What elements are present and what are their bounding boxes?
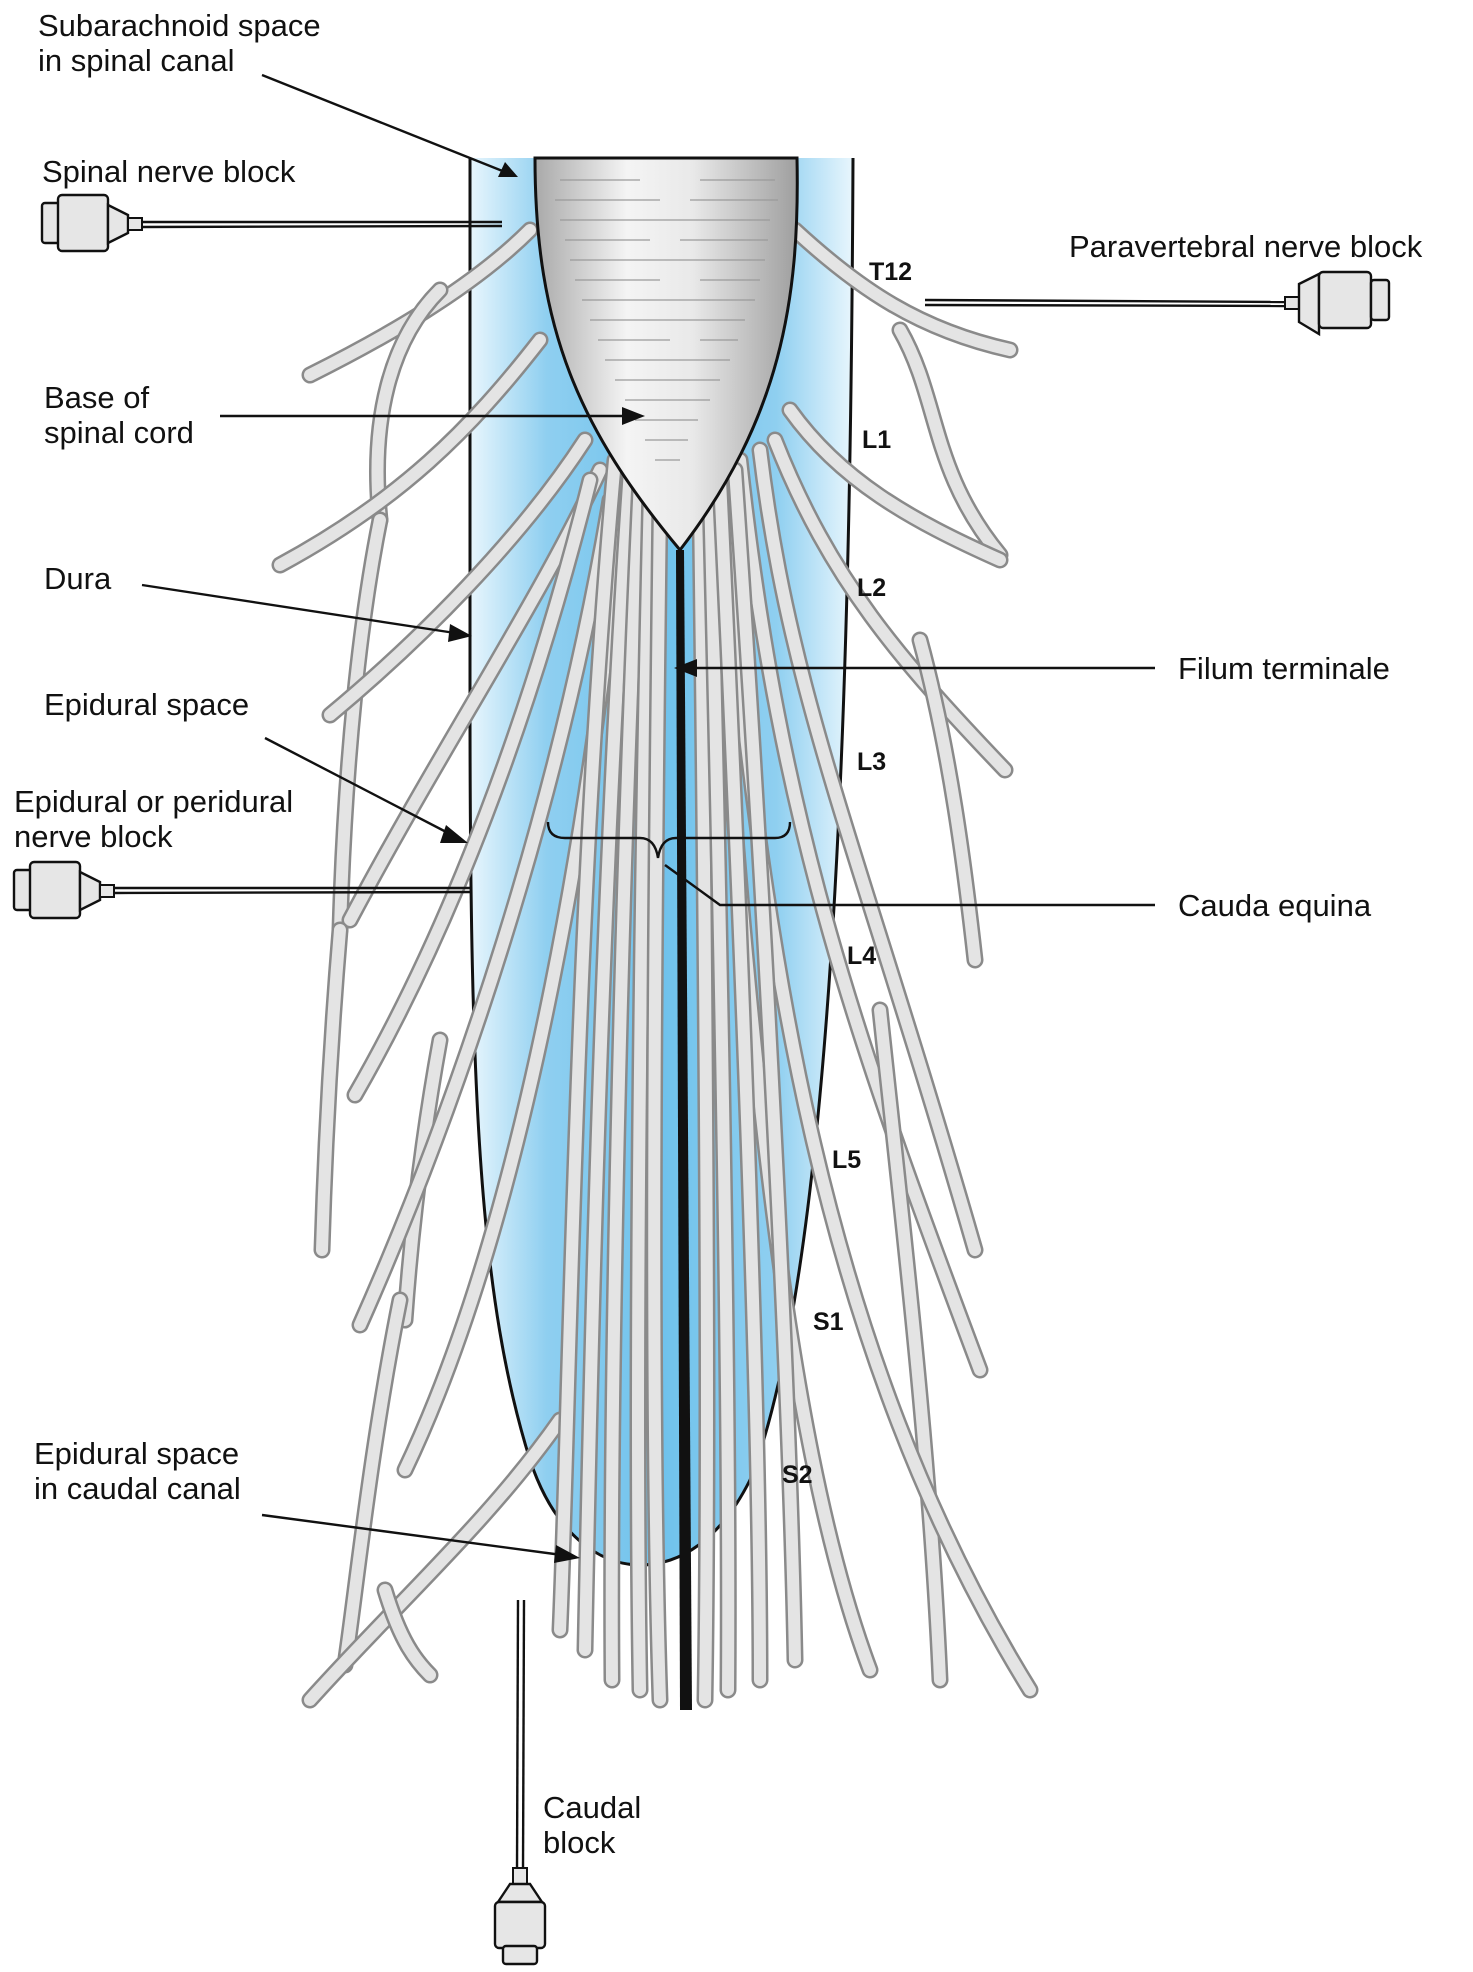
label-subarachnoid-line1: Subarachnoid space [38, 8, 321, 43]
spinal-needle [40, 193, 503, 253]
label-base-line1: Base of [44, 380, 150, 415]
label-spinal-nerve-block: Spinal nerve block [42, 154, 296, 189]
level-s1: S1 [813, 1308, 844, 1336]
cauda-equina-roots [551, 451, 804, 1709]
leader-lines [141, 73, 1155, 1563]
epidural-needle [12, 860, 473, 920]
cauda-equina-bracket [546, 821, 792, 859]
paravertebral-needle [924, 270, 1391, 337]
level-l5: L5 [832, 1146, 861, 1174]
label-epidural-block-line2: nerve block [14, 819, 173, 854]
label-filum-terminale: Filum terminale [1178, 651, 1390, 686]
level-l2: L2 [857, 574, 886, 602]
label-paravertebral-nerve-block: Paravertebral nerve block [1069, 229, 1423, 264]
spinal-cord [533, 156, 799, 553]
label-caudal-block-line1: Caudal [543, 1790, 641, 1825]
label-cauda-equina: Cauda equina [1178, 888, 1372, 923]
label-epidural-block-line1: Epidural or peridural [14, 784, 293, 819]
label-caudal-block-line2: block [543, 1825, 616, 1860]
level-t12: T12 [869, 258, 912, 286]
label-subarachnoid-line2: in spinal canal [38, 43, 234, 78]
filum-terminale [676, 550, 692, 1710]
cord-texture [555, 179, 778, 461]
level-l4: L4 [847, 942, 876, 970]
nerve-roots-outer-left [271, 221, 629, 1709]
label-caudal-space-line1: Epidural space [34, 1436, 239, 1471]
level-s2: S2 [782, 1461, 813, 1489]
label-caudal-space-line2: in caudal canal [34, 1471, 241, 1506]
label-dura: Dura [44, 561, 112, 596]
level-l3: L3 [857, 748, 886, 776]
nerve-roots-outer-right [701, 221, 1039, 1699]
level-l1: L1 [862, 426, 891, 454]
label-epidural-space: Epidural space [44, 687, 249, 722]
caudal-needle [493, 1599, 547, 1966]
label-base-line2: spinal cord [44, 415, 194, 450]
